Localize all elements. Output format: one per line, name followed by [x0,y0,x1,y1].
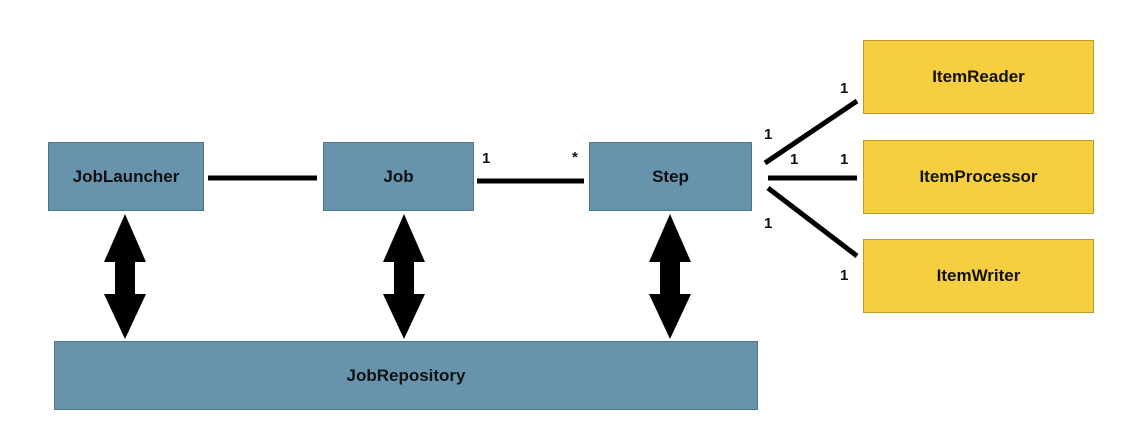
multiplicity-step-writer-end: 1 [764,215,773,232]
job-box: Job [323,142,474,211]
item-reader-label: ItemReader [932,67,1025,86]
job-repository-arrow [383,214,425,339]
item-writer-label: ItemWriter [936,266,1021,285]
step-box: Step [589,142,752,211]
item-writer-box: ItemWriter [863,239,1094,313]
item-reader-box: ItemReader [863,40,1094,114]
job-repository-label: JobRepository [346,365,466,385]
step-reader-line [763,98,859,166]
multiplicity-step-end: * [572,149,578,166]
item-processor-label: ItemProcessor [919,167,1038,186]
multiplicity-reader-end: 1 [840,80,849,97]
job-launcher-box: JobLauncher [48,142,204,211]
step-repository-arrow [649,214,691,339]
step-label: Step [652,166,689,186]
multiplicity-processor-end: 1 [840,151,849,168]
multiplicity-step-reader-end: 1 [764,126,773,143]
job-label: Job [383,166,414,186]
multiplicity-step-processor-end: 1 [790,151,799,168]
launcher-repository-arrow [104,214,146,339]
step-writer-line [766,186,859,258]
job-launcher-label: JobLauncher [72,166,180,186]
job-repository-box: JobRepository [54,341,758,410]
multiplicity-job-end: 1 [482,150,491,167]
item-processor-box: ItemProcessor [863,140,1094,214]
multiplicity-writer-end: 1 [840,267,849,284]
